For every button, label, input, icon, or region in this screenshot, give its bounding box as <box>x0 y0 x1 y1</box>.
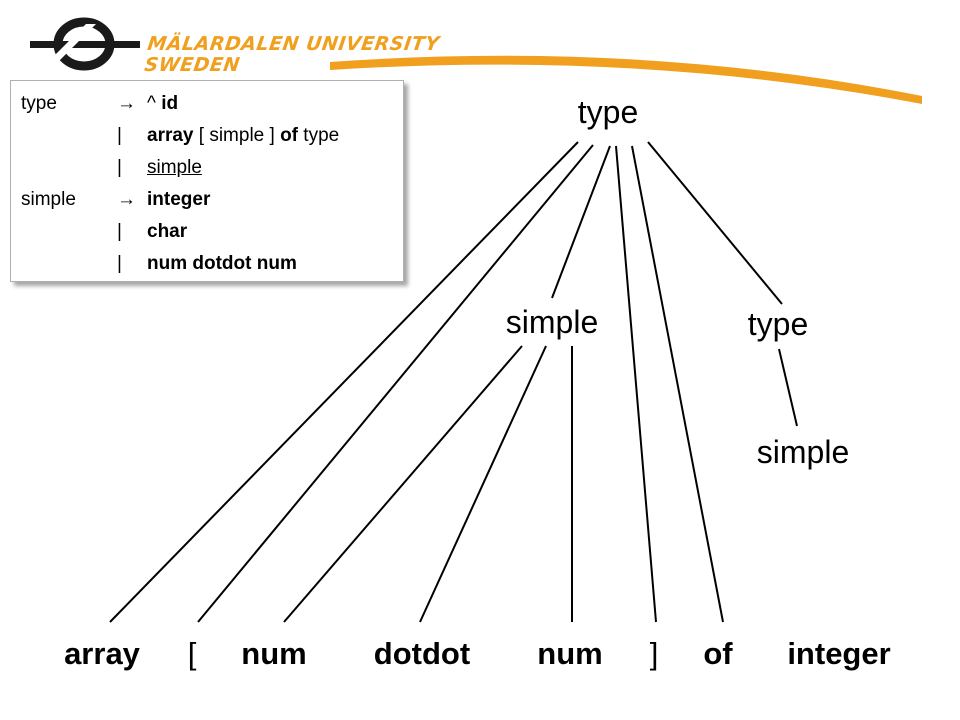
edge-type-type <box>647 141 783 305</box>
leaf-rbracket: ] <box>649 636 659 671</box>
leaf-num-2: num <box>537 636 603 671</box>
grammar-rhs: char <box>147 215 187 249</box>
grammar-token: [ simple ] <box>193 125 281 146</box>
grammar-symbol: → <box>117 189 136 210</box>
grammar-symbol: | <box>117 125 122 146</box>
edge-type-array <box>109 141 579 623</box>
grammar-rhs: array [ simple ] of type <box>147 119 339 153</box>
grammar-rhs: integer <box>147 183 210 217</box>
edge-type-lbracket <box>197 144 594 623</box>
grammar-token: array <box>147 125 194 146</box>
grammar-symbol: | <box>117 253 122 274</box>
grammar-token: ^ <box>147 93 162 114</box>
grammar-rhs: ^ id <box>147 87 178 121</box>
leaf-lbracket: [ <box>187 636 197 671</box>
university-logo: MÄLARDALEN UNIVERSITY SWEDEN <box>28 14 441 76</box>
leaf-num-1: num <box>241 636 307 671</box>
edge-type-simple <box>551 145 611 299</box>
leaf-integer: integer <box>787 636 891 671</box>
edge-simple-dotdot <box>419 345 547 623</box>
grammar-rhs: num dotdot num <box>147 247 297 281</box>
leaf-array: array <box>64 636 140 671</box>
grammar-lhs: type <box>21 93 57 114</box>
node-simple: simple <box>505 304 599 340</box>
grammar-token: of <box>280 125 299 146</box>
leaf-dotdot: dotdot <box>373 636 471 671</box>
grammar-token: num dotdot num <box>147 253 297 274</box>
edge-type-simple2 <box>778 348 798 427</box>
edge-simple-num <box>283 345 523 623</box>
edge-type-of <box>631 145 724 623</box>
grammar-token: char <box>147 221 188 242</box>
grammar-token: integer <box>147 189 211 210</box>
grammar-box: type → ^ id | array [ simple ] of type | simpl… <box>10 80 404 282</box>
node-inner-simple: simple <box>756 434 850 470</box>
grammar-token: simple <box>147 157 202 178</box>
grammar-token: id <box>161 93 179 114</box>
leaf-of: of <box>703 636 733 671</box>
edge-type-rbracket <box>615 145 657 623</box>
grammar-symbol: | <box>117 157 122 178</box>
university-emblem-icon <box>30 17 140 71</box>
grammar-symbol: → <box>117 93 136 114</box>
grammar-rhs: simple <box>147 151 202 185</box>
grammar-token: type <box>298 125 340 146</box>
grammar-symbol: | <box>117 221 122 242</box>
node-type: type <box>747 306 809 342</box>
node-root-type: type <box>577 94 639 130</box>
grammar-lhs: simple <box>21 189 76 210</box>
